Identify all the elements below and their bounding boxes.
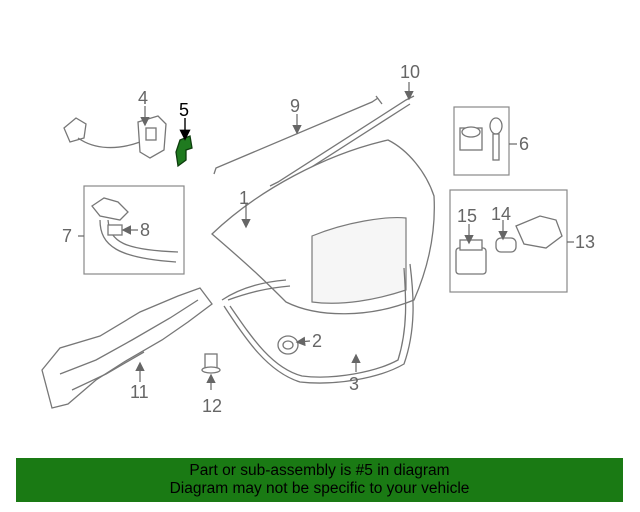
callout-6: 6 xyxy=(519,134,529,154)
trim-panel-part-11: 11 xyxy=(41,287,213,409)
callout-7: 7 xyxy=(62,226,72,246)
clip-part-12: 12 xyxy=(201,353,222,416)
weatherstrip-part-3: 3 xyxy=(221,263,414,394)
rod-part-9: 9 xyxy=(213,95,383,175)
callout-15: 15 xyxy=(457,206,477,226)
callout-11: 11 xyxy=(130,382,149,402)
callout-9: 9 xyxy=(290,96,300,116)
highlighted-part-5: 5 xyxy=(175,100,193,168)
banner-line-1: Part or sub-assembly is #5 in diagram xyxy=(189,462,450,479)
trunk-lid-part-1: 1 xyxy=(211,139,435,315)
latch-part-4: 4 xyxy=(63,88,167,159)
callout-8: 8 xyxy=(140,220,150,240)
callout-13: 13 xyxy=(575,232,595,252)
callout-1: 1 xyxy=(239,188,249,208)
grommet-part-2: 2 xyxy=(277,331,322,355)
callout-2: 2 xyxy=(312,331,322,351)
lock-box-6: 6 xyxy=(453,106,529,176)
hinge-box-7: 7 8 xyxy=(62,185,185,275)
lamp-box-13: 15 14 13 xyxy=(449,189,595,293)
callout-5: 5 xyxy=(179,100,189,120)
banner-line-2: Diagram may not be specific to your vehi… xyxy=(169,480,470,497)
callout-12: 12 xyxy=(202,396,222,416)
callout-10: 10 xyxy=(400,62,420,82)
parts-diagram: 4 5 7 8 9 10 1 xyxy=(41,62,595,416)
callout-4: 4 xyxy=(138,88,148,108)
callout-14: 14 xyxy=(491,204,511,224)
info-banner: Part or sub-assembly is #5 in diagram Di… xyxy=(16,458,623,502)
callout-3: 3 xyxy=(349,374,359,394)
